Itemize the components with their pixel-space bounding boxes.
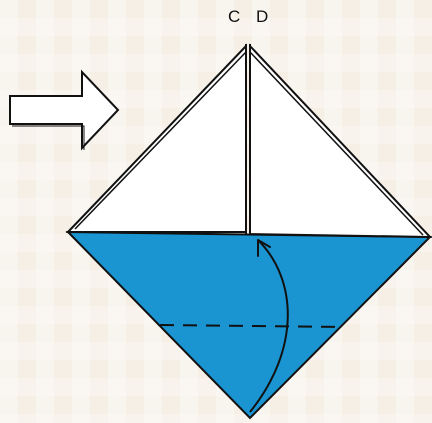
corner-label-c: C (228, 8, 240, 25)
right-arrow-icon (10, 72, 118, 148)
right-upper-flap (250, 46, 430, 237)
left-upper-flap (68, 46, 246, 232)
corner-label-d: D (256, 8, 268, 25)
right-arrow-shadow (12, 126, 84, 150)
blue-lower-triangle (68, 232, 430, 418)
